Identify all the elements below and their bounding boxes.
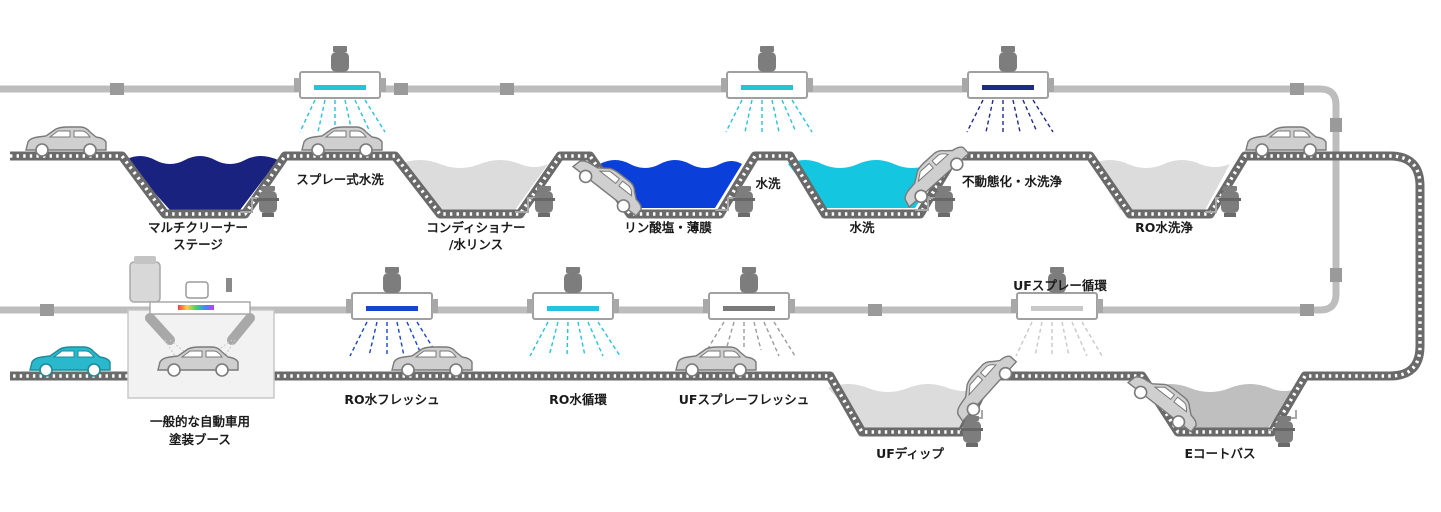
label-passivation: 不動態化・水洗浄: [962, 174, 1063, 189]
spray-jets-uf-recirc: [1015, 321, 1103, 357]
label-uf-spray-flush: UFスプレーフレッシュ: [679, 392, 809, 407]
label-spray-rinse: スプレー式水洗: [296, 172, 384, 187]
label-conditioner-2: /水リンス: [449, 237, 503, 252]
label-multi-cleaner-2: ステージ: [173, 237, 223, 252]
spray-jets-rinse-2: [725, 99, 813, 133]
spray-manifold-passivation: [961, 45, 1055, 99]
label-water-rinse-b: 水洗: [849, 220, 875, 235]
label-ro-flush: RO水フレッシュ: [344, 392, 439, 407]
pipe-network: [0, 85, 1340, 314]
spray-manifold-rinse: [293, 45, 387, 99]
label-paint-booth-2: 塗装ブース: [169, 432, 231, 447]
label-ro-recirc: RO水循環: [549, 392, 607, 407]
spray-jets-passivation: [966, 99, 1054, 133]
spray-jets-ro-recirc: [529, 321, 621, 357]
pipe-couplings: [40, 83, 1342, 316]
spray-manifold-ro-recirc: [526, 266, 620, 320]
label-water-rinse-a: 水洗: [755, 176, 781, 191]
conveyor-chain: [10, 151, 1425, 437]
label-uf-spray-recirc: UFスプレー循環: [1013, 278, 1107, 293]
spray-jets-rinse: [299, 99, 386, 133]
spray-manifold-ro-flush: [345, 266, 439, 320]
spray-manifold-uf-recirc: [1010, 266, 1104, 320]
label-ecoat-bath: Eコートバス: [1184, 446, 1255, 461]
label-multi-cleaner-1: マルチクリーナー: [148, 220, 248, 235]
label-paint-booth-1: 一般的な自動車用: [150, 414, 250, 429]
label-conditioner-1: コンディショナー: [426, 220, 525, 235]
spray-manifold-rinse-2: [720, 45, 814, 99]
tank-multi-cleaner: [125, 156, 278, 210]
label-phosphate: リン酸塩・薄膜: [624, 220, 712, 235]
spray-jets-uf-flush: [706, 321, 796, 357]
paint-booth: [127, 256, 275, 399]
tank-ro-rinse: [1092, 160, 1230, 210]
label-uf-dip: UFディップ: [876, 446, 944, 461]
tank-uf-dip: [828, 384, 980, 428]
spray-manifold-uf-flush: [702, 266, 796, 320]
label-ro-rinse: RO水洗浄: [1135, 220, 1193, 235]
chemical-tank-icon: [129, 261, 161, 303]
tank-conditioner: [400, 160, 548, 210]
